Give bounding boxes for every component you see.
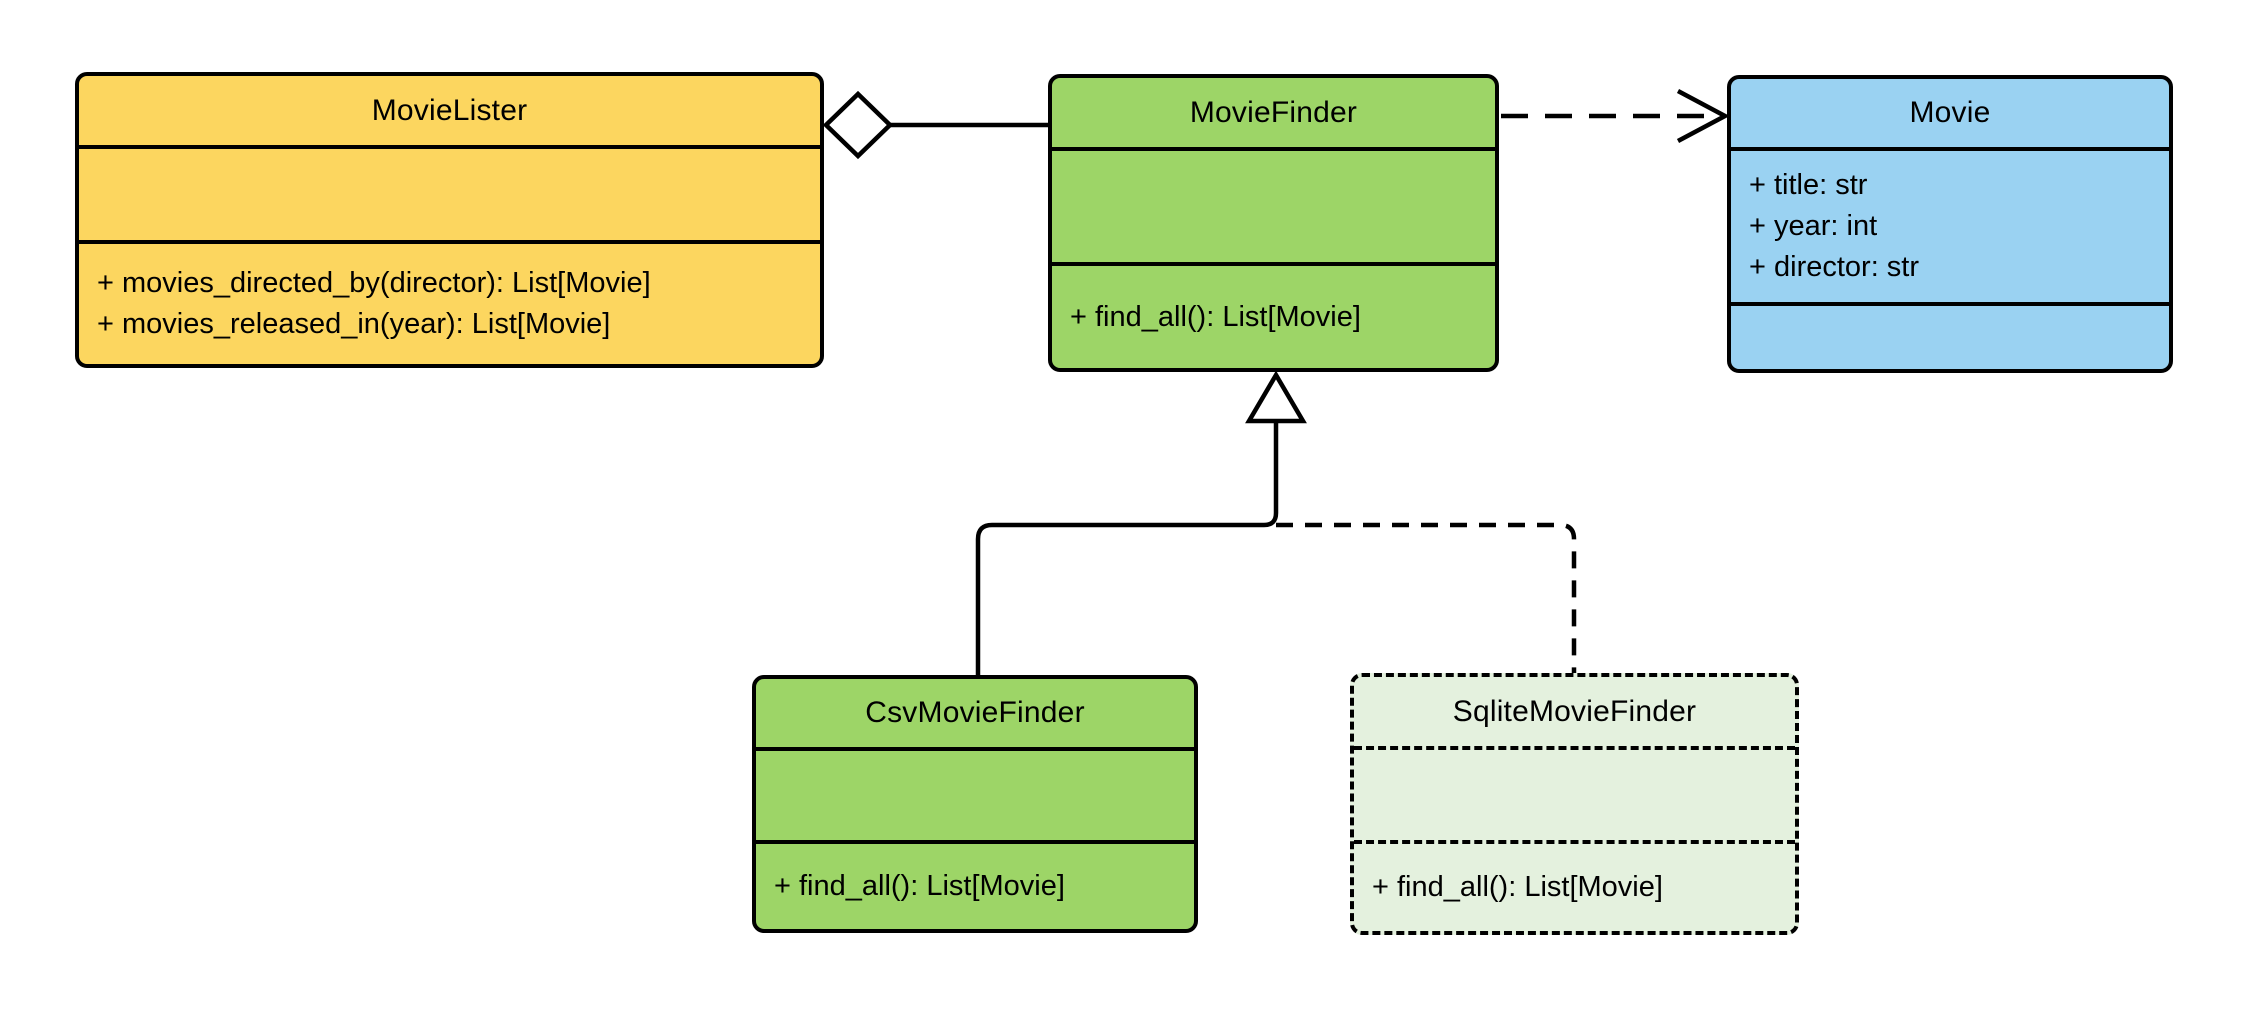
class-title: Movie (1909, 96, 1991, 129)
class-methods-section (1731, 302, 2169, 369)
class-node-movielister[interactable]: MovieLister + movies_directed_by(directo… (75, 72, 824, 368)
method-label: + movies_released_in(year): List[Movie] (97, 308, 611, 340)
dependency-arrowhead-icon (1676, 89, 1730, 143)
method-label: + find_all(): List[Movie] (1372, 871, 1663, 903)
class-attributes-section (79, 145, 820, 240)
class-methods-section: + movies_directed_by(director): List[Mov… (79, 240, 820, 364)
class-attributes-section (756, 747, 1194, 840)
inheritance-line-dashed (1276, 522, 1577, 673)
class-title: CsvMovieFinder (865, 696, 1085, 729)
class-node-moviefinder[interactable]: MovieFinder + find_all(): List[Movie] (1048, 74, 1499, 372)
class-attributes-section (1354, 746, 1795, 840)
class-methods-section: + find_all(): List[Movie] (756, 840, 1194, 929)
method-label: + movies_directed_by(director): List[Mov… (97, 267, 651, 299)
class-title: MovieFinder (1189, 95, 1358, 129)
method-label: + find_all(): List[Movie] (1070, 300, 1361, 333)
aggregation-diamond-icon (822, 90, 894, 160)
class-attributes-section (1052, 147, 1495, 262)
inheritance-line-solid (975, 421, 1279, 675)
inheritance-triangle-icon (1245, 370, 1307, 424)
class-title: MovieLister (371, 93, 528, 127)
class-node-csvmoviefinder[interactable]: CsvMovieFinder + find_all(): List[Movie] (752, 675, 1198, 933)
method-label: + find_all(): List[Movie] (774, 870, 1065, 902)
class-title: SqliteMovieFinder (1452, 694, 1697, 728)
class-methods-section: + find_all(): List[Movie] (1052, 262, 1495, 368)
class-node-movie[interactable]: Movie + title: str + year: int + directo… (1727, 75, 2173, 373)
attribute-label: + director: str (1749, 251, 1920, 283)
class-node-sqlitemoviefinder[interactable]: SqliteMovieFinder + find_all(): List[Mov… (1350, 673, 1799, 935)
attribute-label: + title: str (1749, 169, 1868, 201)
class-methods-section: + find_all(): List[Movie] (1354, 840, 1795, 931)
class-attributes-section: + title: str + year: int + director: str (1731, 147, 2169, 302)
attribute-label: + year: int (1749, 210, 1878, 242)
